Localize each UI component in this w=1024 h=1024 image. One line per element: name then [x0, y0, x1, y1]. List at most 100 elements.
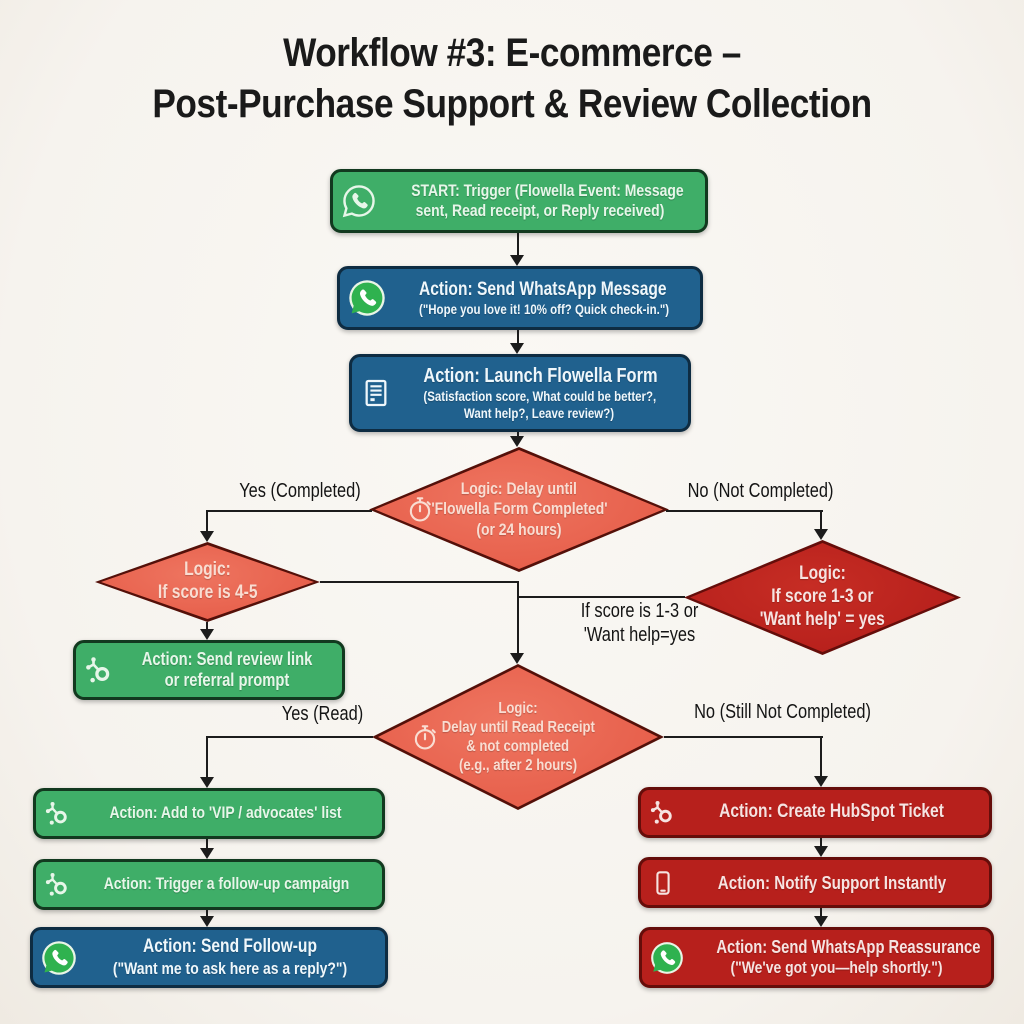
connector-line [517, 581, 519, 654]
diamond-delay-form-text: Logic: Delay until 'Flowella Form Comple… [369, 447, 669, 572]
connector-line [206, 910, 208, 918]
whatsapp-icon [348, 279, 386, 317]
node-add-vip: Action: Add to 'VIP / advocates' list [33, 788, 385, 839]
diamond-score-45: Logic: If score is 4-5 [95, 542, 320, 622]
arrowhead [510, 653, 524, 664]
node-notify-support: Action: Notify Support Instantly [638, 857, 992, 908]
node-launch-form-text: Action: Launch Flowella Form (Satisfacti… [398, 365, 680, 422]
notify-support-title: Action: Notify Support Instantly [717, 871, 947, 893]
diamond-delay-read: Logic: Delay until Read Receipt & not co… [372, 664, 664, 810]
connector-line [206, 622, 208, 630]
hubspot-icon [649, 799, 676, 826]
node-trigger-campaign: Action: Trigger a follow-up campaign [33, 859, 385, 910]
arrowhead [200, 848, 214, 859]
launch-form-sub1: (Satisfaction score, What could be bette… [423, 388, 657, 405]
start-line2: sent, Read receipt, or Reply received) [415, 201, 665, 220]
edge-label-score-13: If score is 1-3 or 'Want help=yes [542, 599, 737, 648]
edge-label-text: 'Want help=yes [583, 624, 696, 647]
score-13-line1: Logic: [799, 563, 846, 585]
hubspot-icon [44, 800, 71, 827]
launch-form-title: Action: Launch Flowella Form [423, 364, 658, 387]
title-line1: Workflow #3: E-commerce – [283, 31, 741, 75]
node-send-reassurance-text: Action: Send WhatsApp Reassurance ("We'v… [690, 937, 983, 978]
delay-form-line1: Logic: Delay until [460, 478, 578, 498]
delay-read-line4: (e.g., after 2 hours) [458, 757, 578, 775]
arrowhead [200, 777, 214, 788]
score-13-line3: 'Want help' = yes [759, 608, 886, 630]
delay-form-line3: (or 24 hours) [476, 519, 562, 539]
connector-line [820, 736, 822, 777]
node-create-ticket: Action: Create HubSpot Ticket [638, 787, 992, 838]
arrowhead [200, 629, 214, 640]
send-followup-title: Action: Send Follow-up [143, 936, 317, 958]
node-notify-support-text: Action: Notify Support Instantly [683, 872, 981, 894]
diamond-score-13: Logic: If score 1-3 or 'Want help' = yes [684, 540, 961, 655]
edge-label-text: No (Still Not Completed) [694, 701, 871, 723]
delay-form-line2: 'Flowella Form Completed' [430, 499, 608, 519]
title-line2: Post-Purchase Support & Review Collectio… [152, 81, 872, 126]
delay-read-line2: Delay until Read Receipt [441, 718, 595, 736]
send-reassurance-subtitle: ("We've got you—help shortly.") [730, 958, 943, 978]
trigger-campaign-title: Action: Trigger a follow-up campaign [103, 874, 350, 894]
arrowhead [510, 343, 524, 354]
arrowhead [814, 529, 828, 540]
hubspot-icon [44, 871, 71, 898]
edge-label-text: Yes (Completed) [239, 480, 361, 502]
diamond-score-45-text: Logic: If score is 4-5 [95, 542, 320, 622]
arrowhead [814, 846, 828, 857]
edge-label-no-not-completed: No (Not Completed) [663, 479, 858, 503]
form-icon [360, 377, 392, 409]
node-send-review: Action: Send review link or referral pro… [73, 640, 345, 700]
edge-label-text: No (Not Completed) [687, 480, 834, 502]
score-45-line2: If score is 4-5 [157, 582, 258, 603]
connector-line [320, 581, 519, 583]
node-send-followup-text: Action: Send Follow-up ("Want me to ask … [83, 936, 377, 978]
arrowhead [200, 916, 214, 927]
node-start-text: START: Trigger (Flowella Event: Message … [383, 181, 697, 221]
connector-line [517, 432, 519, 438]
connector-line [820, 838, 822, 847]
whatsapp-icon [650, 941, 684, 975]
node-trigger-campaign-text: Action: Trigger a follow-up campaign [77, 874, 374, 894]
page-title: Workflow #3: E-commerce – Post-Purchase … [0, 28, 1024, 130]
send-whatsapp-subtitle: ("Hope you love it! 10% off? Quick check… [419, 300, 670, 317]
send-followup-subtitle: ("Want me to ask here as a reply?") [112, 958, 348, 978]
diamond-delay-form: Logic: Delay until 'Flowella Form Comple… [369, 447, 669, 572]
send-whatsapp-title: Action: Send WhatsApp Message [419, 278, 667, 300]
edge-label-yes-completed: Yes (Completed) [205, 479, 395, 503]
add-vip-title: Action: Add to 'VIP / advocates' list [109, 803, 342, 823]
create-ticket-title: Action: Create HubSpot Ticket [719, 801, 944, 823]
edge-label-yes-read: Yes (Read) [245, 702, 400, 726]
launch-form-sub2: Want help?, Leave review?) [463, 404, 615, 421]
diamond-score-13-text: Logic: If score 1-3 or 'Want help' = yes [684, 540, 961, 655]
connector-line [206, 510, 208, 534]
connector-line [207, 736, 373, 738]
connector-line [206, 736, 208, 778]
node-send-whatsapp: Action: Send WhatsApp Message ("Hope you… [337, 266, 703, 330]
node-send-whatsapp-text: Action: Send WhatsApp Message ("Hope you… [392, 279, 692, 318]
score-45-line1: Logic: [184, 559, 231, 581]
arrowhead [814, 776, 828, 787]
node-add-vip-text: Action: Add to 'VIP / advocates' list [77, 803, 374, 823]
connector-line [207, 510, 372, 512]
delay-read-line3: & not completed [466, 738, 570, 755]
delay-read-line1: Logic: [498, 699, 538, 717]
edge-label-text: If score is 1-3 or [580, 600, 699, 622]
node-send-followup: Action: Send Follow-up ("Want me to ask … [30, 927, 388, 988]
hubspot-icon [84, 655, 114, 685]
connector-line [820, 510, 822, 531]
send-review-line2: or referral prompt [164, 670, 290, 690]
node-send-review-text: Action: Send review link or referral pro… [120, 649, 334, 691]
send-reassurance-title: Action: Send WhatsApp Reassurance [716, 936, 981, 957]
arrowhead [200, 531, 214, 542]
connector-line [206, 839, 208, 850]
connector-line [664, 736, 823, 738]
score-13-line2: If score 1-3 or [771, 586, 874, 608]
connector-line [820, 908, 822, 917]
send-review-line1: Action: Send review link [141, 648, 313, 669]
connector-line [517, 233, 519, 257]
node-send-reassurance: Action: Send WhatsApp Reassurance ("We'v… [639, 927, 994, 988]
diamond-delay-read-text: Logic: Delay until Read Receipt & not co… [372, 664, 664, 810]
connector-line [517, 330, 519, 344]
arrowhead [510, 436, 524, 447]
